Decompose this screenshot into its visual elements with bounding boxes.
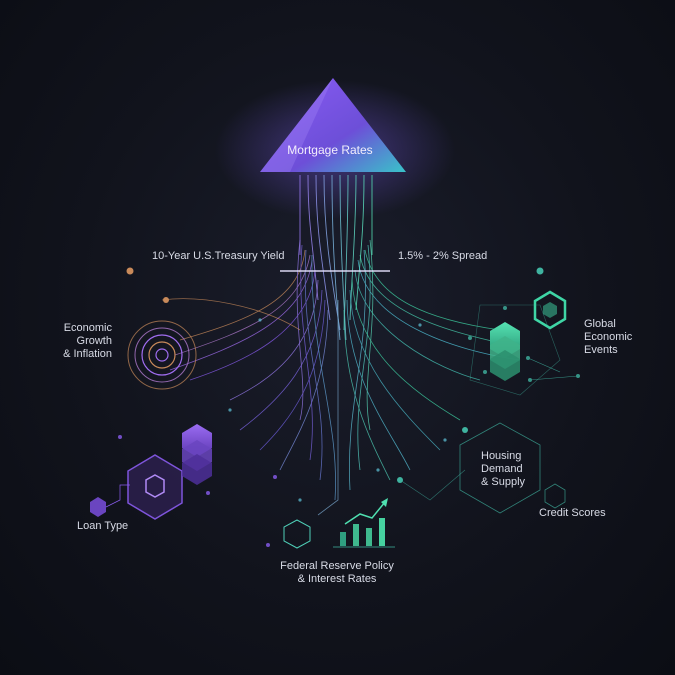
economic-growth-rings-icon (127, 320, 197, 390)
housing-demand-hex-icon (459, 422, 566, 514)
economic-growth-connector (161, 298, 301, 331)
federal-reserve-label: Federal Reserve Policy & Interest Rates (280, 560, 394, 585)
left-fibers (169, 239, 336, 501)
loan-type-network (118, 435, 277, 547)
stem-fibers (299, 174, 373, 341)
arrow-highlight (260, 78, 333, 172)
credit-scores-label: Credit Scores (539, 507, 606, 519)
decor-dots (228, 318, 447, 502)
treasury-line-start-dot (126, 267, 134, 275)
treasury-yield-label: 10-Year U.S.Treasury Yield (152, 250, 285, 262)
global-events-label: Global Economic Events (584, 318, 633, 356)
center-stem-line (317, 300, 339, 516)
mortgage-rates-arrow (260, 78, 406, 172)
housing-demand-label: Housing Demand & Supply (481, 450, 526, 488)
global-events-network (468, 306, 580, 382)
federal-reserve-chart-icon (283, 498, 395, 549)
treasury-line-end-dot (536, 267, 544, 275)
global-events-hex-icon (469, 290, 567, 396)
economic-growth-node (163, 297, 169, 303)
credit-connector (399, 469, 466, 501)
spread-label: 1.5% - 2% Spread (398, 250, 488, 262)
loan-type-hex-icon (90, 424, 212, 520)
loan-type-label: Loan Type (77, 520, 129, 532)
housing-node (462, 427, 468, 433)
arrow-title: Mortgage Rates (287, 143, 373, 157)
economic-growth-label: Economic Growth & Inflation (63, 322, 112, 360)
